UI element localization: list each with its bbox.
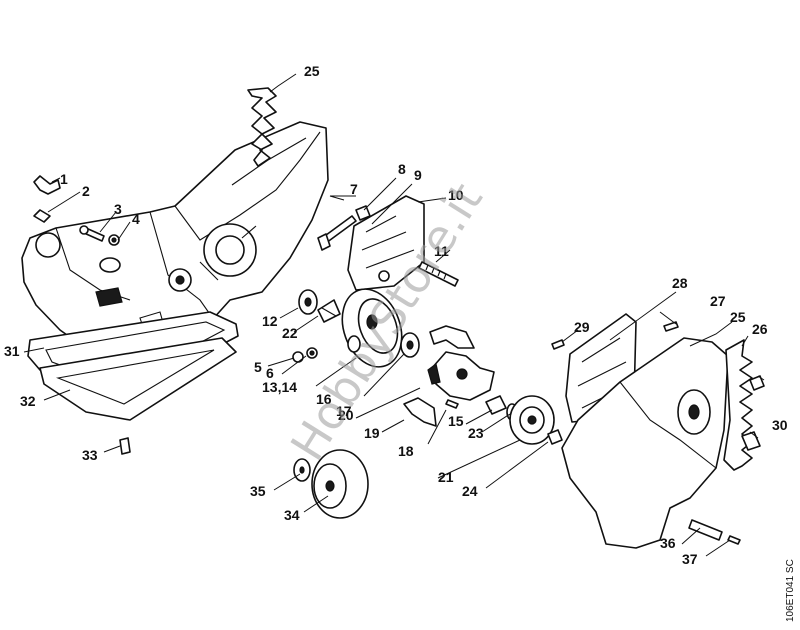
callout-label: 16 — [316, 391, 332, 407]
callout-label: 21 — [438, 469, 454, 485]
callout-label: 24 — [462, 483, 478, 499]
callout-label: 32 — [20, 393, 36, 409]
callout-label: 23 — [468, 425, 484, 441]
pin-part-37 — [727, 535, 741, 545]
callout-label: 36 — [660, 535, 676, 551]
callout-label: 17 — [336, 403, 352, 419]
guide-plate-part-10 — [347, 195, 425, 291]
callout-label: 3 — [114, 201, 122, 217]
clutch-drum — [341, 288, 403, 368]
callout-label: 10 — [448, 187, 464, 203]
pin-part-29 — [551, 339, 565, 350]
callout-label: 18 — [398, 443, 414, 459]
callout-label: 26 — [752, 321, 768, 337]
callout-label: 6 — [266, 365, 274, 381]
nut-part-23 — [547, 429, 563, 445]
callout-label: 27 — [710, 293, 726, 309]
callout-label: 25 — [730, 309, 746, 325]
callout-label: 33 — [82, 447, 98, 463]
callout-label: 22 — [282, 325, 298, 341]
callout-label: 15 — [448, 413, 464, 429]
callout-label: 8 — [398, 161, 406, 177]
callout-label: 28 — [672, 275, 688, 291]
callout-label: 13,14 — [262, 379, 297, 395]
callout-label: 5 — [254, 359, 262, 375]
callout-label: 1 — [60, 171, 68, 187]
screw-part-33 — [119, 437, 131, 455]
callout-label: 25 — [304, 63, 320, 79]
leader-lines — [23, 73, 765, 557]
clutch-cover-part-24 — [561, 337, 729, 549]
callout-label: 29 — [574, 319, 590, 335]
callout-label: 12 — [262, 313, 278, 329]
screw-part-26 — [663, 321, 679, 332]
callout-label: 4 — [132, 211, 140, 227]
callout-label: 31 — [4, 343, 20, 359]
callout-label: 20 — [338, 407, 354, 423]
oil-pan-32 — [39, 337, 237, 421]
gasket-strip-top — [247, 87, 277, 167]
clutch-shoe-part-18 — [403, 397, 437, 427]
crankcase-housing — [21, 121, 329, 366]
clutch-shoe-part-17 — [429, 325, 475, 349]
callout-label: 7 — [350, 181, 358, 197]
callout-label: 11 — [434, 243, 449, 259]
callout-label: 9 — [414, 167, 422, 183]
needle-bearing-part-21 — [317, 299, 341, 323]
nut-part-27 — [749, 375, 765, 391]
callout-label: 2 — [82, 183, 90, 199]
callout-label: 34 — [284, 507, 300, 523]
nipple-part-2 — [33, 209, 51, 223]
callout-label: 35 — [250, 483, 266, 499]
callout-label: 19 — [364, 425, 380, 441]
bushing-part-15 — [485, 395, 507, 415]
washer-part-5 — [292, 351, 304, 363]
pin-part-36 — [688, 519, 723, 541]
pulley-drum-part-34 — [311, 449, 369, 519]
callout-label: 30 — [772, 417, 788, 433]
hose-elbow-part-1 — [33, 175, 61, 195]
drawing-id: 106ET041 SC — [785, 559, 796, 622]
callout-label: 37 — [682, 551, 698, 567]
